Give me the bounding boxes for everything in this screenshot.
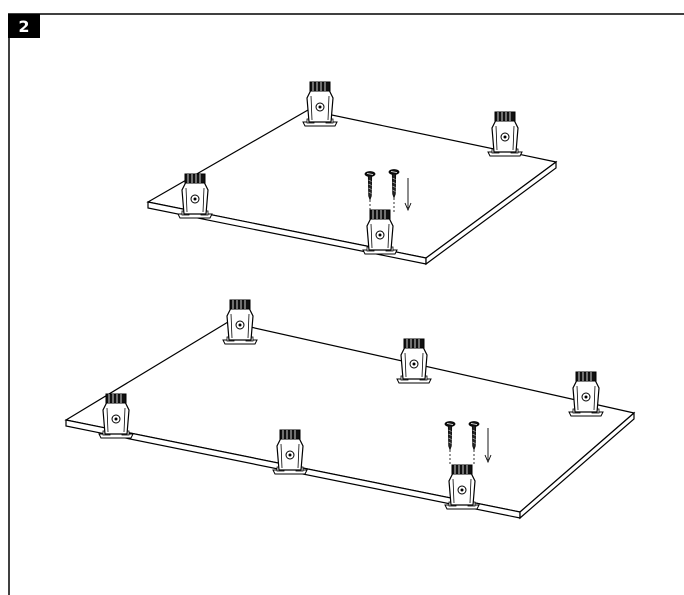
- top-board-assembly: [146, 81, 558, 266]
- step-number-badge: 2: [8, 14, 40, 38]
- hinge-bracket-back-right: [487, 111, 523, 157]
- hinge-bracket-back-middle: [396, 338, 432, 384]
- hinge-bracket-back-left: [302, 81, 338, 127]
- down-arrow-icon: [484, 428, 492, 464]
- down-arrow-icon: [404, 178, 412, 212]
- hinge-bracket-back-left: [222, 299, 258, 345]
- hinge-bracket-back-right: [568, 371, 604, 417]
- bottom-board-assembly: [64, 299, 636, 520]
